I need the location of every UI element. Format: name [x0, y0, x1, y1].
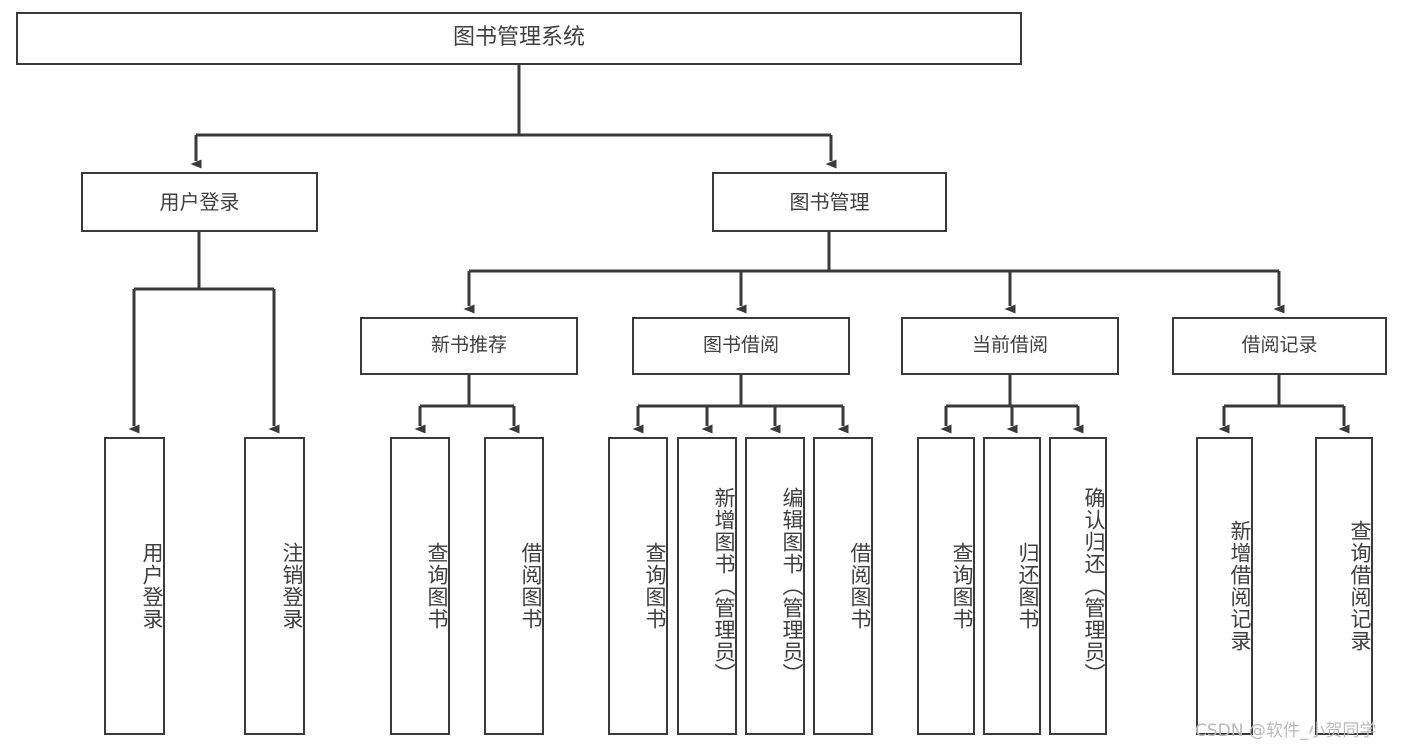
- leaf-add-borrow-record[interactable]: 新增借阅记录: [1196, 437, 1253, 735]
- leaf-logout[interactable]: 注销登录: [244, 437, 305, 735]
- leaf-confirm-return-admin[interactable]: 确认归还（管理员）: [1049, 437, 1107, 735]
- leaf-add-book-admin[interactable]: 新增图书（管理员）: [677, 437, 737, 735]
- leaf-edit-book-admin[interactable]: 编辑图书（管理员）: [745, 437, 805, 735]
- leaf-query-borrow-record[interactable]: 查询借阅记录: [1315, 437, 1373, 735]
- leaf-query-books-recommend[interactable]: 查询图书: [390, 437, 450, 735]
- leaf-query-books-current[interactable]: 查询图书: [917, 437, 975, 735]
- node-book-borrow[interactable]: 图书借阅: [632, 317, 850, 375]
- leaf-query-books-borrow[interactable]: 查询图书: [608, 437, 668, 735]
- node-book-management[interactable]: 图书管理: [712, 172, 947, 232]
- node-new-book-recommend[interactable]: 新书推荐: [360, 317, 578, 375]
- node-user-login[interactable]: 用户登录: [81, 172, 318, 232]
- node-root[interactable]: 图书管理系统: [16, 12, 1022, 65]
- node-borrow-records[interactable]: 借阅记录: [1172, 317, 1387, 375]
- node-current-borrow[interactable]: 当前借阅: [901, 317, 1119, 375]
- leaf-return-book[interactable]: 归还图书: [983, 437, 1041, 735]
- leaf-user-login[interactable]: 用户登录: [104, 437, 165, 735]
- watermark: CSDN @软件_小贺同学: [1195, 721, 1377, 741]
- leaf-borrow-book[interactable]: 借阅图书: [813, 437, 873, 735]
- leaf-borrow-books-recommend[interactable]: 借阅图书: [484, 437, 544, 735]
